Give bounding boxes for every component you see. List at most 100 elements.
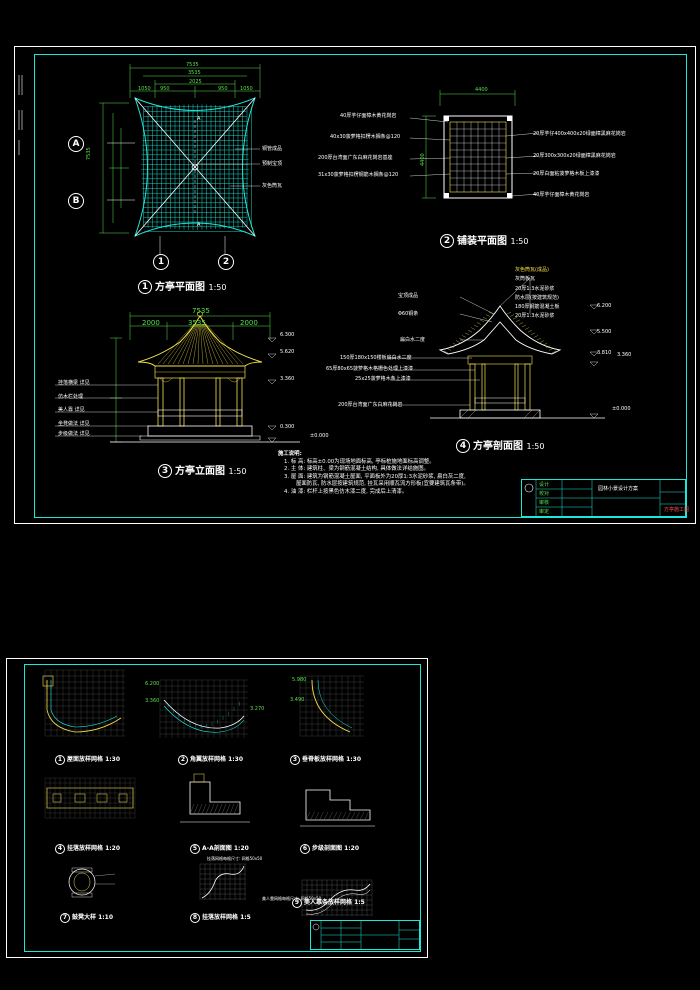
title-paving-scale: 1:50 — [510, 237, 529, 246]
section-level-1: 6.200 — [597, 303, 612, 309]
construction-note-1: 1. 标 高: 标高±0.00为现场地面标高, 亭标桩施地面标高调整。 — [284, 458, 435, 465]
sheet2-level-2: 3.360 — [145, 698, 160, 704]
paving-note-right-1: 20厚芋仔400x400x20绿面樟黑麻花岗岩 — [533, 131, 626, 137]
title-elevation-scale: 1:50 — [228, 467, 247, 476]
construction-note-2: 2. 主 体: 建筑柱、梁为钢筋混凝土结构, 具体做法详结施图。 — [284, 466, 429, 473]
elev-level-4: 0.300 — [280, 424, 295, 430]
paving-note-left-1: 40厚芋仔面樟木黄花岗岩 — [340, 113, 397, 119]
section-note-left-1: 宝顶成品 — [398, 293, 419, 299]
paving-dim-side: 4400 — [420, 153, 426, 166]
section-note-top-6: 20厚1:3水泥砂浆 — [515, 313, 555, 319]
elev-level-2: 5.620 — [280, 349, 295, 355]
sheet2-title-7-num: 7 — [60, 912, 70, 923]
paving-note-left-4: 31x30菠萝格扣楞钢筋木搁条@120 — [318, 172, 399, 178]
plan-dim-inner: 2025 — [189, 79, 202, 85]
sheet2-title-2-scale: 1:30 — [228, 756, 244, 763]
sheet2-title-3-name: 垂脊板放样网格 — [302, 756, 345, 763]
paving-note-left-3: 200厚台湾面广东白麻花岗岩基座 — [318, 155, 393, 161]
plan-note-1: 铜管成品 — [262, 146, 283, 152]
section-note-left-6: 25x25菠萝格木条上漆漆 — [355, 376, 411, 382]
sheet2-title-2-name: 角翼放样网格 — [190, 756, 227, 763]
title-block-row-1: 设计 — [539, 482, 550, 488]
elev-note-1: 挂落横梁 详见 — [58, 380, 90, 386]
backrest-setout-grid — [301, 879, 373, 916]
sheet2-title-4-name: 挂落放样网格 — [67, 845, 104, 852]
section-note-top-1: 灰色筒瓦(成品) — [515, 267, 549, 273]
plan-cut-label-bottom: A — [197, 222, 201, 228]
elev-note-2: 仿木栏处理 — [58, 394, 84, 400]
section-level-4: 3.360 — [617, 352, 632, 358]
section-note-top-2: 灰筒板瓦 — [515, 276, 536, 282]
title-section-name: 方亭剖面图 — [473, 441, 523, 452]
plan-dim-side: 7535 — [86, 147, 92, 160]
section-note-top-5: 180厚钢筋混凝土板 — [515, 304, 560, 310]
elev-note-4: 坐凳做法 详见 — [58, 421, 90, 427]
section-level-2: 5.500 — [597, 329, 612, 335]
grid-bubble-1: 1 — [153, 254, 169, 270]
drawing-sheet-1 — [14, 46, 696, 524]
title-elevation-name: 方亭立面图 — [175, 466, 225, 477]
elev-note-5: 步级做法 详见 — [58, 431, 90, 437]
sheet2-title-6-num: 6 — [300, 843, 310, 854]
title-block-sheet-1: 设计 校对 审核 审定 园林小景设计方案 方亭施工图 — [521, 479, 689, 517]
section-level-5: ±0.000 — [612, 406, 631, 412]
sheet2-title-5-name: A-A剖面图 — [202, 845, 232, 852]
plan-dim-seg-1: 1050 — [138, 86, 151, 92]
title-block-row-3: 审核 — [539, 500, 550, 506]
hanging-fret-setout-grid-2 — [199, 863, 246, 900]
construction-notes-title: 施工说明: — [278, 451, 302, 457]
title-block-row-2: 校对 — [539, 491, 550, 497]
sheet2-title-3-scale: 1:30 — [346, 756, 362, 763]
title-plan-num: 1 — [138, 280, 152, 294]
drum-stool-detail — [68, 867, 116, 898]
sheet2-title-8-name: 挂落放样网格 — [202, 914, 239, 921]
section-note-top-3: 20厚1:3水泥砂浆 — [515, 286, 555, 292]
pavilion-section — [390, 277, 605, 419]
ridge-board-setout-grid — [299, 675, 364, 737]
title-paving-num: 2 — [440, 234, 454, 248]
elev-dim-part-1: 2000 — [142, 319, 160, 327]
plan-cut-label-top: A — [197, 116, 201, 122]
plan-note-2: 预制宝顶 — [262, 161, 283, 167]
sheet2-title-1-num: 1 — [55, 754, 65, 765]
grid-bubble-a: A — [68, 136, 84, 152]
sheet2-grid-note-1: 挂落网格每格尺寸: 网格50x50 — [207, 856, 263, 861]
sheet2-title-9-name: 美人靠条放样网格 — [304, 899, 353, 906]
sheet2-title-9-scale: 1:5 — [354, 899, 365, 906]
sheet2-level-5: 3.490 — [290, 697, 305, 703]
title-section-num: 4 — [456, 439, 470, 453]
elev-dim-total: 7535 — [192, 307, 210, 315]
sheet2-title-6-name: 步级剖面图 — [312, 845, 343, 852]
title-block-sheet-2 — [310, 920, 420, 950]
sheet2-title-3-num: 3 — [290, 754, 300, 765]
sheet-1-binding-marks — [18, 75, 23, 155]
grid-bubble-2: 2 — [218, 254, 234, 270]
title-block-row-4: 审定 — [539, 509, 550, 515]
paving-note-right-2: 20厚300x300x20绿面樟黑麻花岗岩 — [533, 153, 616, 159]
corner-wing-setout-grid — [159, 679, 248, 738]
title-section-scale: 1:50 — [526, 442, 545, 451]
title-block-sheet-2-grid — [312, 921, 419, 949]
sheet2-title-8-scale: 1:5 — [240, 914, 251, 921]
elev-level-3: 3.360 — [280, 376, 295, 382]
sheet2-level-1: 6.200 — [145, 681, 160, 687]
sheet2-title-8-num: 8 — [190, 912, 200, 923]
sheet2-level-3: 3.270 — [250, 706, 265, 712]
sheet2-title-7-name: 鼓凳大样 — [72, 914, 97, 921]
section-note-left-4: 150厚180x150楼板扁白水二度 — [340, 355, 412, 361]
sheet2-title-7-scale: 1:10 — [98, 914, 114, 921]
title-block-sheet-1-grid — [524, 480, 685, 516]
section-level-3: 3.810 — [597, 350, 612, 356]
grid-bubble-b: B — [68, 193, 84, 209]
pavilion-elevation — [55, 311, 300, 443]
sheet2-level-4: 5.980 — [292, 677, 307, 683]
title-block-project: 园林小景设计方案 — [598, 486, 639, 492]
